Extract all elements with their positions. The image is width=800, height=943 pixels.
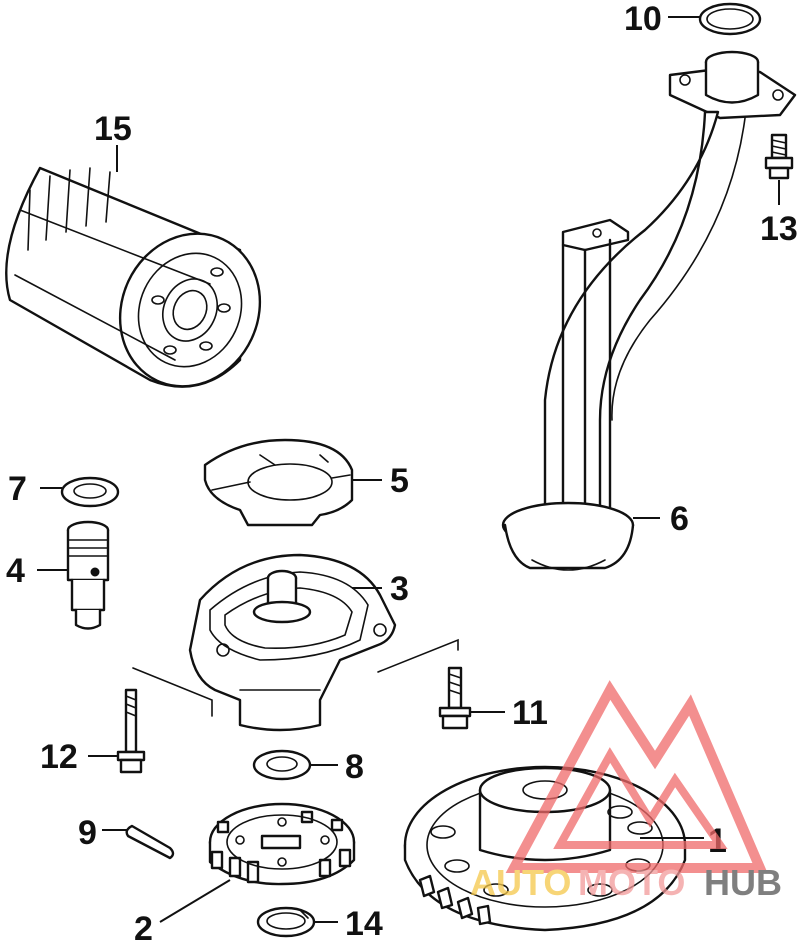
label-11: 11: [512, 694, 548, 732]
label-5: 5: [390, 462, 409, 500]
label-15: 15: [94, 110, 132, 148]
part-3-pump-housing: [188, 553, 397, 732]
part-11-bolt: [438, 666, 472, 730]
watermark-text-moto: MOTO: [578, 862, 685, 903]
part-8-washer: [252, 749, 312, 781]
part-12-long-bolt: [116, 688, 146, 774]
label-6: 6: [670, 500, 689, 538]
part-15-oil-filter: [5, 166, 262, 388]
label-13: 13: [760, 210, 798, 248]
label-4: 4: [6, 552, 25, 590]
label-9: 9: [78, 814, 97, 852]
watermark-text-hub: HUB: [704, 862, 782, 903]
label-8: 8: [345, 748, 364, 786]
label-7: 7: [8, 470, 27, 508]
part-6-oil-strainer: [501, 50, 797, 571]
part-7-washer: [60, 476, 120, 508]
watermark-logo: AUTO MOTO HUB: [470, 680, 782, 903]
watermark-text-auto: AUTO: [470, 862, 571, 903]
part-2-inner-gear: [208, 802, 356, 886]
part-10-o-ring: [698, 2, 762, 36]
label-10: 10: [624, 0, 662, 38]
part-5-gasket: [203, 438, 354, 527]
label-2: 2: [134, 910, 153, 943]
part-4-relief-valve: [66, 520, 110, 630]
part-9-pin: [125, 824, 175, 860]
alignment-lines: [132, 638, 459, 717]
label-14: 14: [345, 905, 383, 943]
leader-2: [159, 879, 231, 923]
part-14-circlip: [256, 906, 316, 938]
part-13-bolt: [764, 133, 794, 180]
label-3: 3: [390, 570, 409, 608]
label-12: 12: [40, 738, 78, 776]
